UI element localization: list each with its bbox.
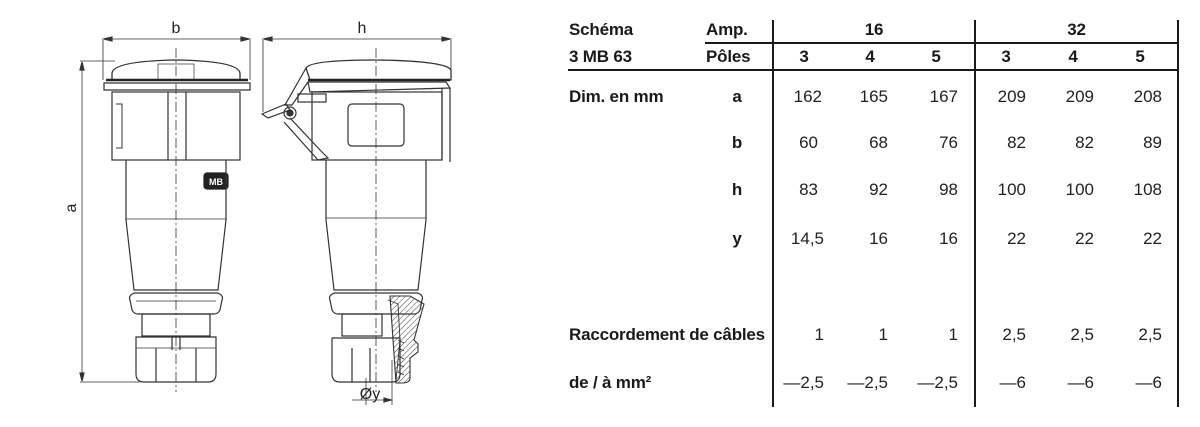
row-key-y: y <box>732 229 742 248</box>
cable-label-line2: de / à mm² <box>569 373 652 392</box>
schema-value: 3 MB 63 <box>569 47 632 66</box>
cell: 14,5 <box>790 229 824 248</box>
poles-col-1: 3 <box>799 47 809 66</box>
cell: 209 <box>997 87 1026 106</box>
dimension-label-b: b <box>172 20 181 37</box>
cell: 16 <box>939 229 958 248</box>
row-key-b: b <box>731 133 743 152</box>
cell: 167 <box>929 87 958 106</box>
row-key-a: a <box>732 87 742 106</box>
row-key-h: h <box>731 180 743 199</box>
cell: 92 <box>869 180 888 199</box>
cell: 2,5 <box>1070 325 1094 344</box>
poles-label: Pôles <box>706 47 751 66</box>
front-view-drawing: MB <box>79 36 251 392</box>
amp-group-32: 32 <box>1067 20 1086 39</box>
cell: —6 <box>1067 373 1094 392</box>
cell: 208 <box>1133 87 1162 106</box>
cable-label-line1: Raccordement de câbles <box>569 325 765 344</box>
cell: 162 <box>793 87 822 106</box>
divider <box>1177 20 1179 407</box>
cell: —2,5 <box>783 373 824 392</box>
cell: 60 <box>799 133 818 152</box>
cell: —2,5 <box>847 373 888 392</box>
cell: 22 <box>1007 229 1026 248</box>
divider <box>705 42 1179 44</box>
brand-logo: MB <box>209 177 223 187</box>
poles-col-3: 5 <box>931 47 941 66</box>
dim-section-label: Dim. en mm <box>569 87 664 106</box>
side-view-drawing <box>260 36 452 405</box>
cell: 1 <box>948 325 958 344</box>
dimension-label-diameter-y: Øy <box>360 386 380 403</box>
schema-label: Schéma <box>569 20 634 39</box>
technical-drawing: MB <box>0 0 540 427</box>
cell: 68 <box>869 133 888 152</box>
cell: 108 <box>1133 180 1162 199</box>
cell: 22 <box>1143 229 1162 248</box>
cell: —2,5 <box>917 373 958 392</box>
cell: 1 <box>814 325 824 344</box>
divider <box>568 69 1179 71</box>
cell: —6 <box>1135 373 1162 392</box>
cell: 82 <box>1075 133 1094 152</box>
cell: 82 <box>1007 133 1026 152</box>
cell: 22 <box>1075 229 1094 248</box>
cell: 76 <box>939 133 958 152</box>
poles-col-4: 3 <box>1001 47 1011 66</box>
cell: 2,5 <box>1138 325 1162 344</box>
dimension-label-h: h <box>358 20 367 37</box>
cell: 2,5 <box>1002 325 1026 344</box>
dimension-label-a: a <box>63 203 80 212</box>
poles-col-6: 5 <box>1135 47 1145 66</box>
cell: 83 <box>799 180 818 199</box>
cell: 209 <box>1065 87 1094 106</box>
cell: 1 <box>878 325 888 344</box>
cell: 89 <box>1143 133 1162 152</box>
cell: 98 <box>939 180 958 199</box>
cell: 100 <box>997 180 1026 199</box>
cell: 100 <box>1065 180 1094 199</box>
poles-col-5: 4 <box>1068 47 1078 66</box>
poles-col-2: 4 <box>865 47 875 66</box>
divider <box>772 20 774 407</box>
cell: —6 <box>999 373 1026 392</box>
amp-group-16: 16 <box>864 20 884 39</box>
cell: 16 <box>869 229 888 248</box>
amp-label: Amp. <box>706 20 748 39</box>
divider <box>974 20 976 407</box>
cell: 165 <box>859 87 888 106</box>
